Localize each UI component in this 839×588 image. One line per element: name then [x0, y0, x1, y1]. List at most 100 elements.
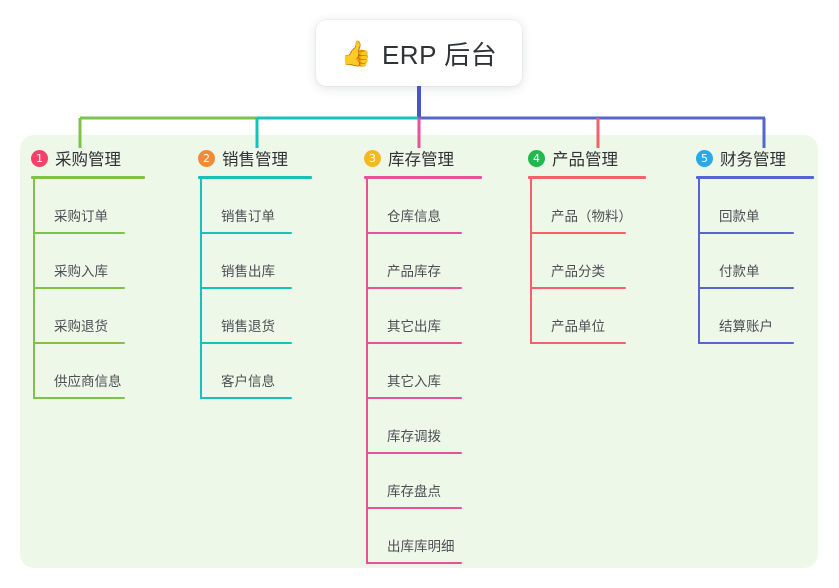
root-title-card[interactable]: 👍 ERP 后台	[316, 20, 522, 86]
leaf-item-underline	[530, 232, 626, 234]
branch-badge-inventory: 3	[364, 149, 381, 167]
leaf-item-underline	[33, 342, 125, 344]
leaf-item-label: 销售订单	[221, 209, 275, 224]
leaf-item-label: 采购订单	[54, 209, 108, 224]
branch-title-sales: 销售管理	[222, 151, 288, 169]
branch-header-sales[interactable]: 2 销售管理	[189, 146, 313, 170]
leaf-item[interactable]: 产品分类	[530, 234, 643, 289]
leaf-item-label: 付款单	[719, 264, 760, 279]
branch-items-finance: 回款单付款单结算账户	[698, 179, 811, 344]
leaf-item[interactable]: 产品单位	[530, 289, 643, 344]
leaf-item-underline	[200, 342, 292, 344]
branch-items-product: 产品（物料） 产品分类产品单位	[530, 179, 643, 344]
branches-panel	[20, 135, 818, 568]
leaf-item-underline	[530, 342, 626, 344]
leaf-item-label: 采购入库	[54, 264, 108, 279]
leaf-item-underline	[200, 287, 292, 289]
branch-items-purchase: 采购订单采购入库采购退货供应商信息	[33, 179, 146, 399]
branch-header-product[interactable]: 4 产品管理	[519, 146, 643, 170]
leaf-item[interactable]: 其它出库	[366, 289, 479, 344]
branch-underline-product	[528, 176, 646, 179]
leaf-item-underline	[33, 287, 125, 289]
branch-underline-purchase	[31, 176, 145, 179]
leaf-item-label: 出库库明细	[387, 539, 455, 554]
branch-column-product: 4 产品管理产品（物料） 产品分类产品单位	[519, 146, 646, 344]
branch-column-purchase: 1 采购管理采购订单采购入库采购退货供应商信息	[22, 146, 146, 399]
leaf-item-underline	[33, 397, 125, 399]
leaf-item[interactable]: 产品库存	[366, 234, 479, 289]
leaf-item-underline	[366, 287, 462, 289]
leaf-item-underline	[366, 562, 462, 564]
branch-badge-product: 4	[528, 149, 545, 167]
leaf-item[interactable]: 仓库信息	[366, 179, 479, 234]
leaf-item-label: 产品分类	[551, 264, 605, 279]
branch-spine-finance	[698, 179, 700, 344]
leaf-item[interactable]: 出库库明细	[366, 509, 479, 564]
leaf-item-label: 客户信息	[221, 374, 275, 389]
branch-badge-sales: 2	[198, 149, 215, 167]
branch-column-inventory: 3 库存管理仓库信息产品库存其它出库其它入库库存调拨库存盘点出库库明细	[355, 146, 482, 564]
leaf-item-underline	[698, 232, 794, 234]
leaf-item-label: 销售退货	[221, 319, 275, 334]
leaf-item-label: 产品单位	[551, 319, 605, 334]
leaf-item[interactable]: 采购退货	[33, 289, 146, 344]
leaf-item[interactable]: 结算账户	[698, 289, 811, 344]
page-title: ERP 后台	[381, 39, 498, 70]
branch-spine-product	[530, 179, 532, 344]
leaf-item-label: 结算账户	[719, 319, 773, 334]
leaf-item-label: 产品库存	[387, 264, 441, 279]
leaf-item-label: 库存调拨	[387, 429, 441, 444]
branch-items-sales: 销售订单销售出库销售退货客户信息	[200, 179, 313, 399]
branch-title-inventory: 库存管理	[388, 151, 454, 169]
leaf-item[interactable]: 采购入库	[33, 234, 146, 289]
leaf-item[interactable]: 销售订单	[200, 179, 313, 234]
leaf-item[interactable]: 库存调拨	[366, 399, 479, 454]
leaf-item-underline	[366, 452, 462, 454]
thumbs-up-icon: 👍	[340, 39, 372, 68]
leaf-item-underline	[366, 397, 462, 399]
branch-title-purchase: 采购管理	[55, 151, 121, 169]
leaf-item-label: 销售出库	[221, 264, 275, 279]
branch-column-finance: 5 财务管理回款单付款单结算账户	[687, 146, 814, 344]
leaf-item-label: 回款单	[719, 209, 760, 224]
leaf-item[interactable]: 供应商信息	[33, 344, 146, 399]
branch-underline-finance	[696, 176, 814, 179]
branch-header-purchase[interactable]: 1 采购管理	[22, 146, 146, 170]
leaf-item-underline	[200, 397, 292, 399]
branch-items-inventory: 仓库信息产品库存其它出库其它入库库存调拨库存盘点出库库明细	[366, 179, 479, 564]
leaf-item-label: 其它入库	[387, 374, 441, 389]
leaf-item[interactable]: 产品（物料）	[530, 179, 643, 234]
leaf-item-underline	[366, 342, 462, 344]
branch-column-sales: 2 销售管理销售订单销售出库销售退货客户信息	[189, 146, 313, 399]
leaf-item-underline	[366, 232, 462, 234]
branch-title-finance: 财务管理	[720, 151, 786, 169]
branch-underline-inventory	[364, 176, 482, 179]
leaf-item-underline	[698, 287, 794, 289]
branch-badge-purchase: 1	[31, 149, 48, 167]
leaf-item[interactable]: 销售出库	[200, 234, 313, 289]
leaf-item[interactable]: 销售退货	[200, 289, 313, 344]
branch-header-inventory[interactable]: 3 库存管理	[355, 146, 479, 170]
branch-spine-sales	[200, 179, 202, 399]
branch-spine-inventory	[366, 179, 368, 564]
leaf-item[interactable]: 采购订单	[33, 179, 146, 234]
branch-spine-purchase	[33, 179, 35, 399]
leaf-item-underline	[698, 342, 794, 344]
leaf-item[interactable]: 其它入库	[366, 344, 479, 399]
branch-underline-sales	[198, 176, 312, 179]
branch-badge-finance: 5	[696, 149, 713, 167]
leaf-item-label: 仓库信息	[387, 209, 441, 224]
leaf-item-label: 采购退货	[54, 319, 108, 334]
leaf-item-label: 产品（物料）	[551, 209, 632, 224]
leaf-item-label: 库存盘点	[387, 484, 441, 499]
branch-title-product: 产品管理	[552, 151, 618, 169]
leaf-item[interactable]: 客户信息	[200, 344, 313, 399]
leaf-item-label: 供应商信息	[54, 374, 122, 389]
leaf-item[interactable]: 付款单	[698, 234, 811, 289]
leaf-item[interactable]: 库存盘点	[366, 454, 479, 509]
leaf-item-label: 其它出库	[387, 319, 441, 334]
leaf-item-underline	[530, 287, 626, 289]
branch-header-finance[interactable]: 5 财务管理	[687, 146, 811, 170]
leaf-item[interactable]: 回款单	[698, 179, 811, 234]
